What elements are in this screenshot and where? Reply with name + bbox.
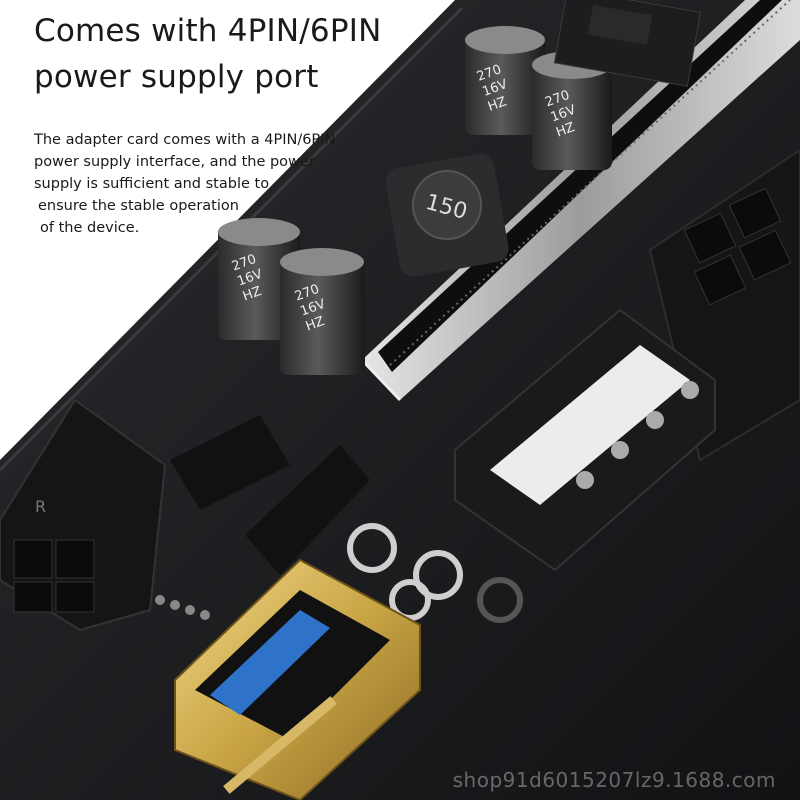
usb-3-port: [174, 558, 421, 802]
headline: Comes with 4PIN/6PIN power supply port: [34, 8, 454, 100]
pin-header: [155, 595, 210, 620]
description-line-5: of the device.: [40, 220, 140, 236]
voltage-regulator: [553, 0, 701, 87]
six-pin-connector-left: R: [0, 398, 167, 632]
svg-text:HZ: HZ: [241, 284, 264, 305]
description-text: The adapter card comes with a 4PIN/6PIN …: [34, 129, 394, 239]
certification-marks: [347, 523, 523, 623]
description-line-1: The adapter card comes with a 4PIN/6PIN: [34, 132, 336, 148]
capacitor-4: 270 16V HZ: [280, 248, 365, 375]
headline-line-1: Comes with 4PIN/6PIN: [34, 13, 382, 49]
capacitor-1: 270 16V HZ: [465, 26, 545, 135]
capacitor-3: 270 16V HZ: [218, 218, 300, 340]
shop-watermark: shop91d6015207lz9.1688.com: [452, 768, 776, 792]
description-line-4: ensure the stable operation: [38, 198, 239, 214]
description-line-2: power supply interface, and the power: [34, 154, 315, 170]
svg-text:HZ: HZ: [554, 120, 577, 141]
headline-line-2: power supply port: [34, 59, 319, 95]
pcie-slot: [360, 0, 800, 402]
description-line-3: supply is sufficient and stable to: [34, 176, 270, 192]
inductor: 150: [385, 153, 509, 277]
svg-text:HZ: HZ: [304, 314, 327, 335]
svg-text:R: R: [35, 497, 46, 516]
molex-four-pin-connector: [454, 308, 716, 572]
svg-text:HZ: HZ: [486, 94, 509, 115]
connector-latches: [170, 415, 370, 575]
